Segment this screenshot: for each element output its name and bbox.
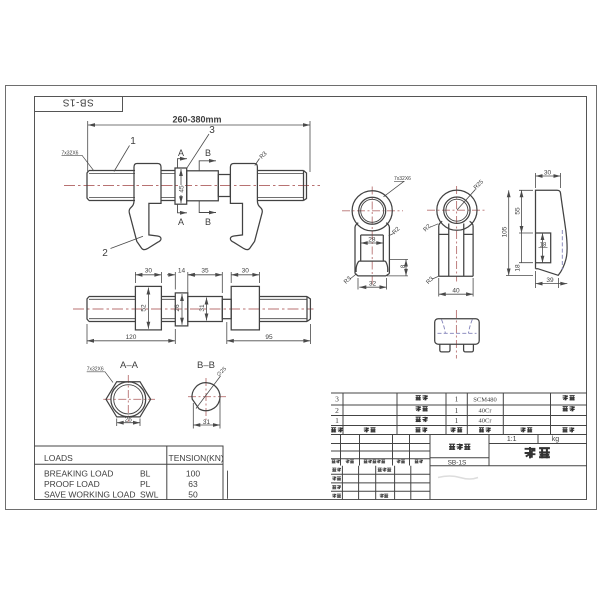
- svg-text:BL: BL: [140, 469, 151, 479]
- svg-text:30: 30: [544, 170, 552, 177]
- svg-text:A: A: [178, 217, 184, 227]
- svg-text:B: B: [205, 148, 211, 158]
- svg-text:1: 1: [455, 395, 459, 404]
- svg-text:26: 26: [125, 417, 133, 424]
- svg-text:40Cr: 40Cr: [479, 418, 493, 425]
- svg-text:18: 18: [540, 243, 547, 249]
- svg-text:kg: kg: [552, 436, 560, 443]
- svg-text:31: 31: [203, 419, 211, 426]
- svg-text:∅25: ∅25: [215, 365, 228, 378]
- svg-text:31: 31: [199, 304, 206, 312]
- svg-text:1: 1: [455, 416, 459, 425]
- svg-text:7x32X6: 7x32X6: [87, 367, 104, 373]
- svg-text:260-380mm: 260-380mm: [172, 115, 221, 125]
- svg-text:120: 120: [126, 334, 137, 341]
- svg-text:39: 39: [546, 277, 554, 284]
- svg-text:1:1: 1:1: [507, 436, 517, 443]
- svg-text:R3: R3: [259, 150, 269, 160]
- svg-text:8: 8: [401, 264, 407, 268]
- svg-text:PL: PL: [140, 479, 151, 489]
- svg-text:R3: R3: [426, 276, 436, 286]
- svg-text:18: 18: [515, 264, 522, 272]
- svg-text:A–A: A–A: [120, 360, 139, 371]
- svg-text:R3: R3: [343, 275, 353, 285]
- svg-text:SCM480: SCM480: [473, 397, 496, 404]
- svg-text:32: 32: [369, 281, 377, 288]
- svg-text:40Cr: 40Cr: [479, 408, 493, 415]
- svg-text:R25: R25: [473, 179, 485, 191]
- svg-text:R2: R2: [392, 226, 402, 236]
- svg-text:LOADS: LOADS: [44, 453, 73, 463]
- svg-text:1: 1: [335, 416, 339, 425]
- svg-text:SWL: SWL: [140, 489, 159, 499]
- svg-text:A: A: [178, 148, 184, 158]
- svg-text:63: 63: [188, 479, 198, 489]
- svg-text:1: 1: [130, 136, 136, 147]
- svg-text:SAVE WORKING LOAD: SAVE WORKING LOAD: [44, 489, 135, 499]
- svg-text:35: 35: [201, 268, 209, 275]
- svg-text:100: 100: [186, 469, 200, 479]
- svg-text:30: 30: [145, 268, 153, 275]
- svg-text:B–B: B–B: [197, 360, 215, 371]
- svg-text:52: 52: [141, 304, 148, 312]
- svg-text:1: 1: [455, 406, 459, 415]
- svg-text:R2: R2: [423, 223, 433, 233]
- svg-text:B: B: [205, 217, 211, 227]
- svg-text:SB-1S: SB-1S: [448, 459, 467, 466]
- svg-text:95: 95: [265, 334, 273, 341]
- svg-text:105: 105: [502, 226, 509, 237]
- svg-text:26: 26: [174, 304, 181, 312]
- svg-text:30: 30: [242, 268, 250, 275]
- svg-text:BREAKING LOAD: BREAKING LOAD: [44, 469, 113, 479]
- svg-text:3: 3: [209, 125, 215, 136]
- svg-text:28: 28: [368, 237, 376, 244]
- svg-text:PROOF LOAD: PROOF LOAD: [44, 479, 100, 489]
- svg-text:7x32X6: 7x32X6: [62, 150, 79, 156]
- svg-text:45: 45: [179, 185, 186, 193]
- svg-text:2: 2: [335, 406, 339, 415]
- svg-text:55: 55: [515, 207, 522, 215]
- svg-text:2: 2: [102, 248, 108, 259]
- svg-text:7x32X6: 7x32X6: [394, 176, 411, 182]
- svg-text:14: 14: [178, 268, 186, 275]
- svg-text:40: 40: [452, 288, 460, 295]
- svg-text:TENSION(KN): TENSION(KN): [169, 453, 224, 463]
- svg-text:SB-1S: SB-1S: [62, 97, 93, 108]
- svg-text:3: 3: [335, 395, 339, 404]
- svg-text:50: 50: [188, 489, 198, 499]
